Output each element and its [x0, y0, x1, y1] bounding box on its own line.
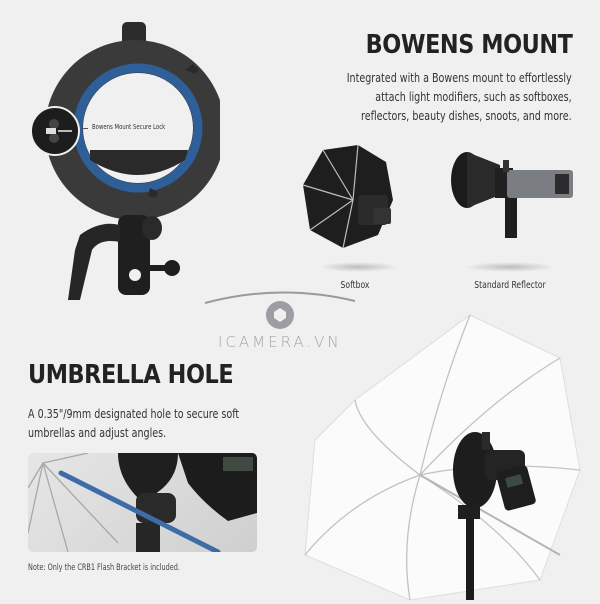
bowens-mount-description: Integrated with a Bowens mount to effort…	[307, 68, 572, 125]
description-line: A 0.35"/9mm designated hole to secure so…	[28, 406, 240, 421]
callout-line	[82, 128, 88, 129]
secure-lock-inset	[30, 106, 80, 156]
bracket-product-image: Bowens Mount Secure Lock	[20, 10, 225, 310]
description-line: Integrated with a Bowens mount to effort…	[347, 70, 572, 85]
bowens-mount-title: BOWENS MOUNT	[365, 30, 572, 60]
softbox-label: Softbox	[340, 280, 370, 291]
standard-reflector-image	[445, 150, 585, 250]
softbox-shadow	[318, 262, 398, 272]
description-line: reflectors, beauty dishes, snoots, and m…	[361, 108, 572, 123]
watermark-text: ICAMERA.VN	[218, 333, 342, 351]
included-note: Note: Only the CRB1 Flash Bracket is inc…	[28, 563, 180, 573]
standard-reflector-label: Standard Reflector	[474, 280, 546, 291]
reflector-shadow	[465, 262, 555, 272]
secure-lock-label: Bowens Mount Secure Lock	[92, 123, 166, 131]
umbrella-with-bracket-image	[290, 310, 600, 601]
umbrella-hole-title: UMBRELLA HOLE	[28, 360, 234, 390]
umbrella-closeup-image	[28, 453, 257, 552]
umbrella-hole-description: A 0.35"/9mm designated hole to secure so…	[28, 404, 276, 442]
description-line: umbrellas and adjust angles.	[28, 425, 167, 440]
softbox-image	[298, 140, 408, 250]
description-line: attach light modifiers, such as softboxe…	[375, 89, 572, 104]
watermark-logo: ICAMERA.VN	[200, 285, 360, 355]
